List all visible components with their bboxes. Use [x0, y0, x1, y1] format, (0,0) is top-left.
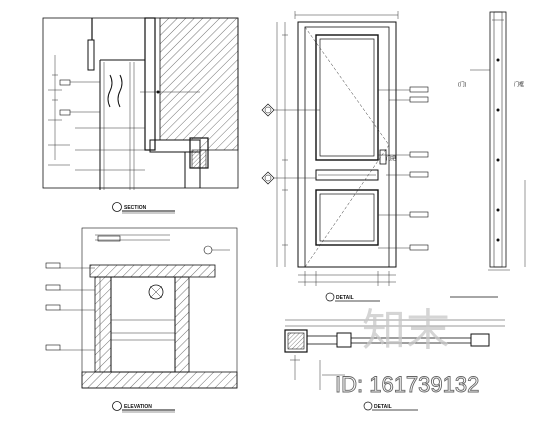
- door-outer-frame: [297, 21, 397, 268]
- door-leaf: [304, 26, 390, 268]
- section-wall-hatch: [159, 17, 239, 151]
- watermark-logo: 知末: [362, 306, 450, 355]
- knob-symbol: [148, 284, 164, 300]
- elevation-floor-hatch: [81, 371, 238, 389]
- plan-details: DETAIL DETAIL: [284, 292, 505, 411]
- door-elevation: 门把: [261, 11, 429, 286]
- door-top-panel: [315, 34, 379, 161]
- door-handle: [379, 149, 387, 165]
- watermark: 知末 ID: 161739132: [335, 306, 480, 397]
- section-title: SECTION: [124, 205, 147, 211]
- watermark-id: ID: 161739132: [335, 372, 479, 397]
- section-detail: [42, 17, 239, 190]
- elevation-detail: [45, 227, 238, 389]
- section-jamb: [144, 17, 156, 151]
- door-bottom-panel: [315, 189, 379, 246]
- detail2-title: DETAIL: [374, 404, 392, 410]
- elevation-cap: [89, 264, 216, 278]
- detail1-title: DETAIL: [336, 295, 354, 301]
- mid-rail-note: 门把: [386, 155, 396, 162]
- elevation-left-jamb: [94, 276, 112, 373]
- door-mid-rail: [315, 169, 379, 181]
- side-section: (门) 门框: [458, 11, 526, 271]
- side-note-1: (门): [458, 81, 467, 88]
- elevation-right-jamb: [174, 276, 190, 373]
- section-title-block: SECTION: [112, 202, 175, 214]
- section-stop: [87, 39, 95, 71]
- elevation-title-block: ELEVATION: [112, 401, 175, 413]
- elevation-title: ELEVATION: [124, 404, 152, 410]
- side-note-2: 门框: [514, 81, 524, 88]
